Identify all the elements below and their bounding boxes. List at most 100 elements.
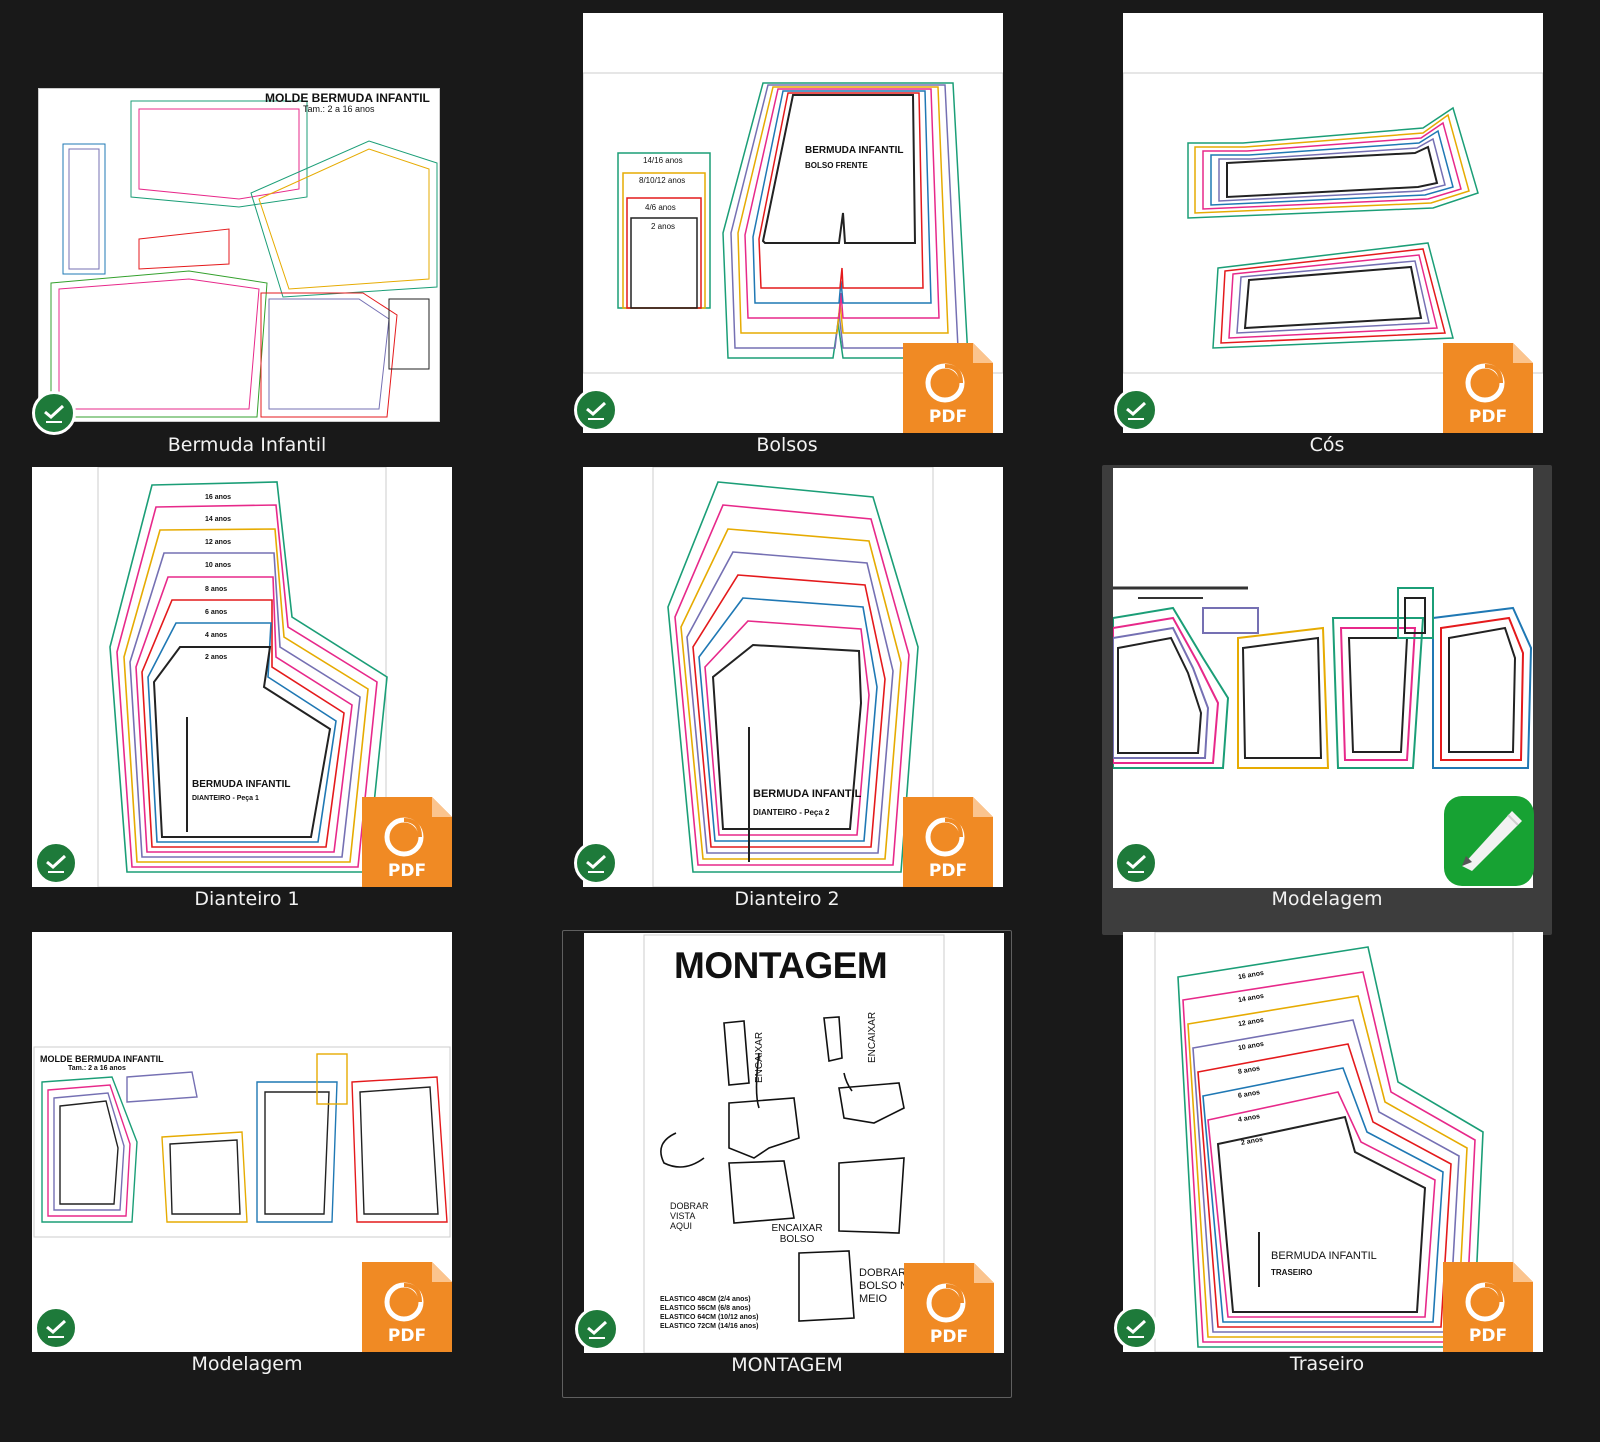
check-icon	[586, 854, 607, 873]
size-label: 4/6 anos	[645, 203, 676, 212]
sheet-title: MOLDE BERMUDA INFANTIL	[40, 1054, 164, 1064]
pattern-title: BERMUDA INFANTIL	[192, 779, 291, 790]
size-label: 14 anos	[205, 516, 232, 523]
pdf-label: PDF	[1468, 407, 1508, 427]
check-icon	[44, 404, 65, 423]
sync-status-icon	[32, 391, 76, 435]
assembly-note: ENCAIXAR BOLSO	[771, 1223, 823, 1245]
sync-status-icon	[1114, 388, 1158, 432]
size-label: 8/10/12 anos	[639, 176, 686, 185]
assembly-note: ENCAIXAR	[867, 1011, 878, 1063]
file-tile-montagem[interactable]: MONTAGEM ENCAIXAR ENCAIXAR DOBRAR VISTA …	[562, 930, 1012, 1398]
elastic-note: ELASTICO 48CM (2/4 anos)	[660, 1296, 751, 1303]
file-name: Dianteiro 1	[194, 888, 300, 910]
check-icon	[46, 854, 67, 873]
pdf-label: PDF	[387, 1326, 427, 1346]
pdf-icon	[1443, 343, 1533, 433]
sheet-subtitle: Tam.: 2 a 16 anos	[68, 1065, 126, 1072]
file-tile-bolsos[interactable]: BERMUDA INFANTIL BOLSO FRENTE 14/16 anos…	[562, 8, 1012, 470]
pdf-icon	[903, 343, 993, 433]
montagem-title: MONTAGEM	[674, 945, 888, 986]
pdf-label: PDF	[928, 861, 968, 881]
pdf-icon	[362, 797, 452, 887]
pattern-subtitle: DIANTEIRO - Peça 2	[753, 808, 830, 817]
file-tile-dianteiro-2[interactable]: BERMUDA INFANTIL DIANTEIRO - Peça 2 PDF …	[562, 467, 1012, 932]
size-label: 2 anos	[651, 222, 676, 231]
pdf-file-badge: PDF	[362, 797, 452, 887]
elastic-note: ELASTICO 72CM (14/16 anos)	[660, 1323, 759, 1330]
thumbnail-cos	[1123, 13, 1543, 433]
file-name: Bolsos	[756, 434, 818, 456]
sync-status-icon	[1114, 1306, 1158, 1350]
check-icon	[1126, 854, 1147, 873]
dianteiro-1-pattern-graphic	[97, 467, 388, 887]
check-icon	[587, 1320, 608, 1339]
sheet-subtitle: Tam.: 2 a 16 anos	[303, 104, 375, 114]
file-name: Bermuda Infantil	[167, 434, 327, 456]
thumbnail-bermuda-infantil: MOLDE BERMUDA INFANTIL Tam.: 2 a 16 anos	[38, 88, 440, 422]
sync-status-icon	[34, 841, 78, 885]
thumbnail-bolsos: BERMUDA INFANTIL BOLSO FRENTE 14/16 anos…	[583, 13, 1003, 433]
pdf-file-badge: PDF	[1443, 1262, 1533, 1352]
file-tile-dianteiro-1[interactable]: 16 anos 14 anos 12 anos 10 anos 8 anos 6…	[22, 467, 472, 932]
pencil-app-icon	[1444, 796, 1534, 886]
pdf-icon	[1443, 1262, 1533, 1352]
size-label: 10 anos	[205, 562, 232, 569]
pattern-subtitle: BOLSO FRENTE	[805, 161, 868, 170]
thumbnail-modelagem-drawing	[1113, 468, 1533, 888]
file-tile-traseiro[interactable]: 16 anos 14 anos 12 anos 10 anos 8 anos 6…	[1102, 932, 1552, 1397]
pattern-title: BERMUDA INFANTIL	[1271, 1250, 1377, 1262]
cos-pattern-graphic	[1123, 72, 1543, 374]
modelagem-layout-graphic	[1113, 586, 1533, 769]
size-label: 4 anos	[205, 632, 228, 639]
drawing-file-badge	[1444, 796, 1534, 886]
pattern-title: BERMUDA INFANTIL	[753, 788, 862, 800]
pdf-label: PDF	[928, 407, 968, 427]
file-name: Modelagem	[191, 1353, 303, 1375]
size-label: 14/16 anos	[643, 156, 683, 165]
file-name: MONTAGEM	[731, 1354, 843, 1376]
file-tile-modelagem-pdf[interactable]: MOLDE BERMUDA INFANTIL Tam.: 2 a 16 anos…	[22, 932, 472, 1397]
sync-status-icon	[574, 388, 618, 432]
check-icon	[586, 401, 607, 420]
pattern-subtitle: DIANTEIRO - Peça 1	[192, 795, 259, 802]
file-name: Traseiro	[1289, 1353, 1365, 1375]
pdf-file-badge: PDF	[904, 1263, 994, 1353]
size-label: 8 anos	[205, 586, 228, 593]
modelagem-sheet-graphic	[33, 1046, 451, 1238]
pdf-icon	[362, 1262, 452, 1352]
size-label: 16 anos	[205, 494, 232, 501]
pdf-file-badge: PDF	[903, 343, 993, 433]
size-label: 12 anos	[205, 539, 232, 546]
sync-status-icon	[34, 1306, 78, 1350]
pattern-title: BERMUDA INFANTIL	[805, 145, 904, 156]
file-tile-bermuda-infantil[interactable]: MOLDE BERMUDA INFANTIL Tam.: 2 a 16 anos…	[22, 8, 472, 470]
pattern-subtitle: TRASEIRO	[1271, 1268, 1313, 1277]
pattern-sheet-graphic	[50, 100, 438, 418]
sync-status-icon	[1114, 841, 1158, 885]
assembly-note: DOBRAR O BOLSO NO MEIO	[859, 1267, 918, 1305]
sync-status-icon	[575, 1307, 619, 1351]
pdf-label: PDF	[387, 861, 427, 881]
bolsos-pattern-graphic	[583, 72, 1003, 374]
check-icon	[46, 1319, 67, 1338]
pdf-icon	[903, 797, 993, 887]
pdf-icon	[904, 1263, 994, 1353]
thumbnail-dianteiro-1: 16 anos 14 anos 12 anos 10 anos 8 anos 6…	[32, 467, 452, 887]
sheet-title: MOLDE BERMUDA INFANTIL	[265, 91, 430, 105]
check-icon	[1126, 401, 1147, 420]
montagem-diagram-graphic	[643, 934, 945, 1353]
assembly-note: ENCAIXAR	[754, 1031, 765, 1083]
size-label: 2 anos	[205, 654, 228, 661]
sync-status-icon	[574, 841, 618, 885]
file-tile-modelagem-drawing[interactable]: Modelagem	[1102, 465, 1552, 935]
check-icon	[1126, 1319, 1147, 1338]
elastic-note: ELASTICO 64CM (10/12 anos)	[660, 1314, 759, 1321]
pdf-file-badge: PDF	[362, 1262, 452, 1352]
pdf-file-badge: PDF	[1443, 343, 1533, 433]
file-name: Modelagem	[1271, 888, 1383, 910]
file-tile-cos[interactable]: PDF Cós	[1102, 8, 1552, 470]
file-name: Cós	[1309, 434, 1345, 456]
pdf-file-badge: PDF	[903, 797, 993, 887]
dianteiro-2-pattern-graphic	[652, 467, 934, 887]
